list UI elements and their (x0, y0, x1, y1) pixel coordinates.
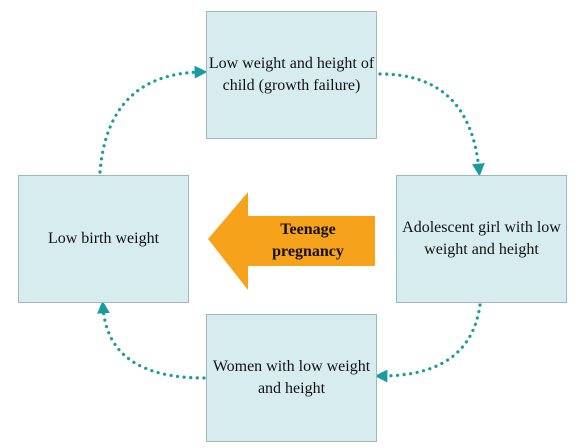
teenage-pregnancy-arrow (208, 192, 375, 290)
teenage-pregnancy-label: Teenage pregnancy (272, 221, 344, 260)
node-low-birth-weight-label: Low birth weight (47, 230, 160, 247)
connector-bottom-to-left (97, 300, 206, 380)
node-adolescent-girl-label: Adolescent girl with low weight and heig… (402, 219, 561, 258)
connector-right-to-bottom (374, 303, 482, 383)
node-low-birth-weight: Low birth weight (18, 175, 189, 303)
node-women-label: Women with low weight and height (212, 358, 371, 397)
connector-left-to-top (98, 65, 208, 174)
node-child-growth-failure-label: Low weight and height of child (growth f… (208, 55, 375, 94)
node-women: Women with low weight and height (206, 314, 377, 442)
node-adolescent-girl: Adolescent girl with low weight and heig… (396, 175, 567, 303)
connector-top-to-right (378, 72, 485, 177)
node-child-growth-failure: Low weight and height of child (growth f… (206, 11, 377, 139)
